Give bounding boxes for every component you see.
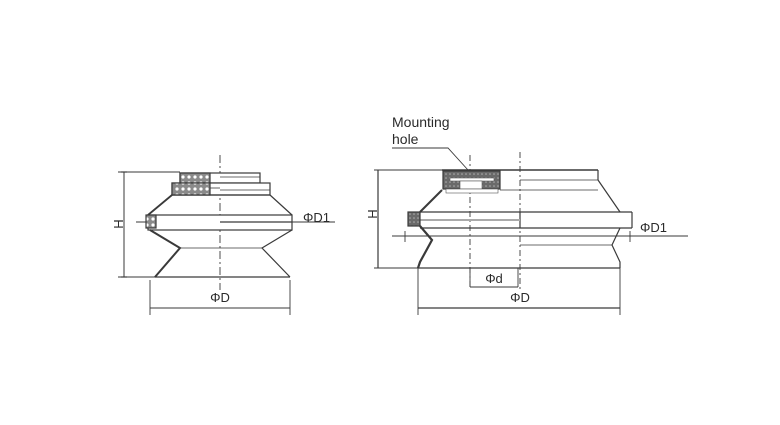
left-hatched-insert-mid	[171, 182, 211, 196]
right-small-d-label: Φd	[485, 271, 503, 286]
right-flange-edge-block	[407, 211, 421, 227]
right-d1-label: ΦD1	[640, 220, 667, 235]
left-hatched-insert-top	[179, 172, 211, 184]
mounting-hole-leader-line	[392, 147, 469, 171]
left-height-label: H	[111, 219, 126, 228]
left-d1-label: ΦD1	[303, 210, 330, 225]
mounting-hole-label-line1: Mounting	[392, 114, 450, 130]
right-d-label: ΦD	[510, 290, 530, 305]
left-suction-cup-drawing	[118, 155, 335, 315]
left-flange-edge-block	[145, 214, 157, 229]
right-suction-cup-drawing	[374, 147, 688, 315]
left-d-label: ΦD	[210, 290, 230, 305]
mounting-hole-label-line2: hole	[392, 131, 419, 147]
right-height-label: H	[365, 209, 380, 218]
